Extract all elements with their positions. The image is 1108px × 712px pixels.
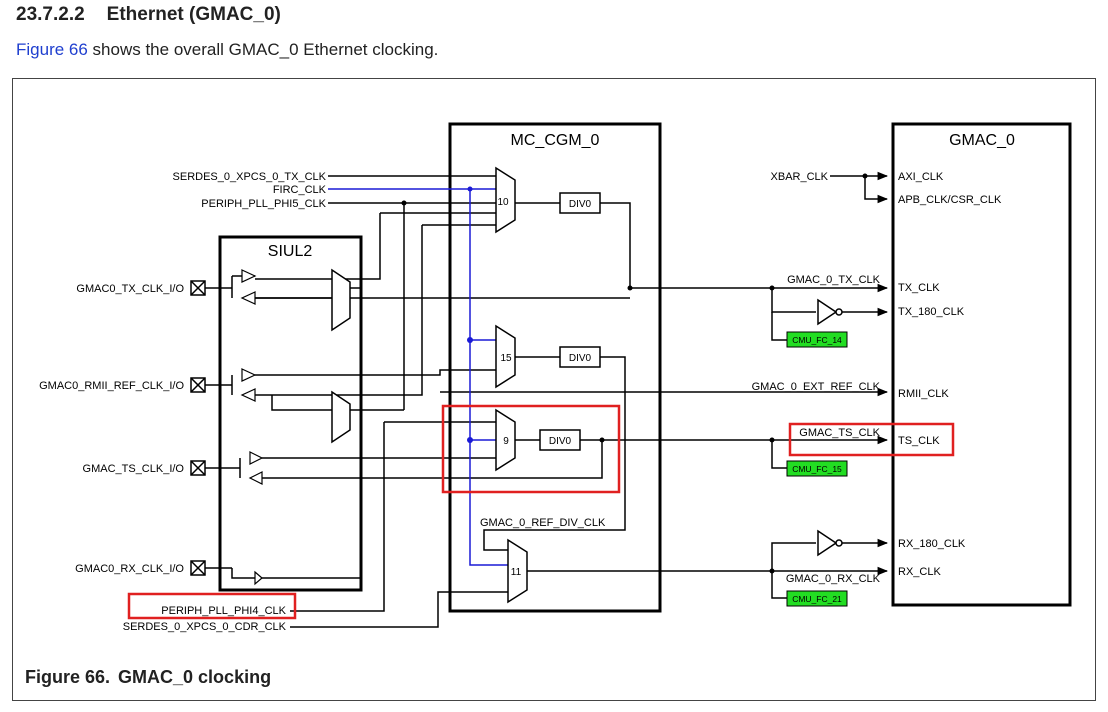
junction-dots: [467, 186, 473, 443]
input-firc: FIRC_CLK: [273, 184, 327, 196]
net-ts: GMAC_TS_CLK: [799, 427, 880, 439]
pin-ts-io: GMAC_TS_CLK_I/O: [83, 463, 185, 475]
inverters: [817, 298, 843, 557]
siul-title: SIUL2: [268, 243, 313, 260]
pin-rx-io: GMAC0_RX_CLK_I/O: [75, 563, 184, 575]
mux-10: [495, 166, 516, 234]
input-serdes-tx: SERDES_0_XPCS_0_TX_CLK: [173, 171, 327, 183]
siul-block: [218, 235, 363, 592]
siul-mux-rmii: [331, 390, 351, 444]
section-title: Ethernet (GMAC_0): [106, 4, 281, 25]
port-ts: TS_CLK: [898, 435, 940, 447]
dividers: [539, 192, 601, 451]
mux-11: [507, 538, 528, 604]
mux-9-label: 9: [503, 436, 509, 447]
port-rmii: RMII_CLK: [898, 388, 949, 400]
mux-11-label: 11: [511, 567, 522, 578]
net-ref-div: GMAC_0_REF_DIV_CLK: [480, 517, 606, 529]
firc-wires: [328, 188, 508, 566]
intro-paragraph: Figure 66 shows the overall GMAC_0 Ether…: [16, 40, 438, 60]
mux-10-label: 10: [497, 197, 509, 208]
gmac-block: [891, 122, 1072, 607]
figure-link[interactable]: Figure 66: [16, 40, 88, 59]
caption-number: Figure 66.: [25, 667, 111, 687]
section-heading: 23.7.2.2 Ethernet (GMAC_0): [16, 4, 303, 26]
highlight-boxes: [127, 404, 955, 620]
port-rx: RX_CLK: [898, 566, 941, 578]
input-serdes-cdr: SERDES_0_XPCS_0_CDR_CLK: [123, 621, 287, 633]
mux-15-label: 15: [500, 353, 512, 364]
div-15-label: DIV0: [569, 353, 592, 364]
port-tx: TX_CLK: [898, 282, 940, 294]
cmu-fc21-label: CMU_FC_21: [792, 594, 842, 604]
figure-caption: Figure 66. GMAC_0 clocking: [25, 667, 279, 688]
io-buffers: [240, 269, 264, 586]
input-phi4: PERIPH_PLL_PHI4_CLK: [161, 605, 286, 617]
siul-mux-tx: [331, 268, 351, 332]
black-junction-dots: [401, 173, 868, 574]
input-xbar: XBAR_CLK: [771, 171, 829, 183]
mux-15: [495, 324, 516, 389]
muxes: [331, 166, 528, 604]
mux-9: [495, 408, 516, 472]
div-10-label: DIV0: [569, 199, 592, 210]
port-rx180: RX_180_CLK: [898, 538, 966, 550]
cmu-fc15-label: CMU_FC_15: [792, 464, 842, 474]
pin-tx-io: GMAC0_TX_CLK_I/O: [76, 283, 184, 295]
port-apb: APB_CLK/CSR_CLK: [898, 194, 1002, 206]
cmu-fc14-label: CMU_FC_14: [792, 335, 842, 345]
caption-title: GMAC_0 clocking: [118, 667, 272, 687]
net-tx: GMAC_0_TX_CLK: [787, 274, 881, 286]
net-ext-ref: GMAC_0_EXT_REF_CLK: [752, 381, 881, 393]
mc-cgm-block: [448, 122, 662, 613]
mc-cgm-title: MC_CGM_0: [511, 132, 600, 149]
input-phi5: PERIPH_PLL_PHI5_CLK: [201, 198, 326, 210]
pin-pads: [190, 280, 206, 576]
figure-frame: [12, 78, 1096, 701]
port-axi: AXI_CLK: [898, 171, 944, 183]
net-rx: GMAC_0_RX_CLK: [786, 573, 881, 585]
section-number: 23.7.2.2: [16, 4, 85, 25]
port-tx180: TX_180_CLK: [898, 306, 965, 318]
pin-rmii-io: GMAC0_RMII_REF_CLK_I/O: [39, 380, 184, 392]
wires: [205, 171, 889, 628]
intro-text: shows the overall GMAC_0 Ethernet clocki…: [87, 40, 439, 59]
cmu-boxes: [786, 331, 848, 607]
div-9-label: DIV0: [549, 436, 572, 447]
gmac-title: GMAC_0: [949, 132, 1015, 149]
